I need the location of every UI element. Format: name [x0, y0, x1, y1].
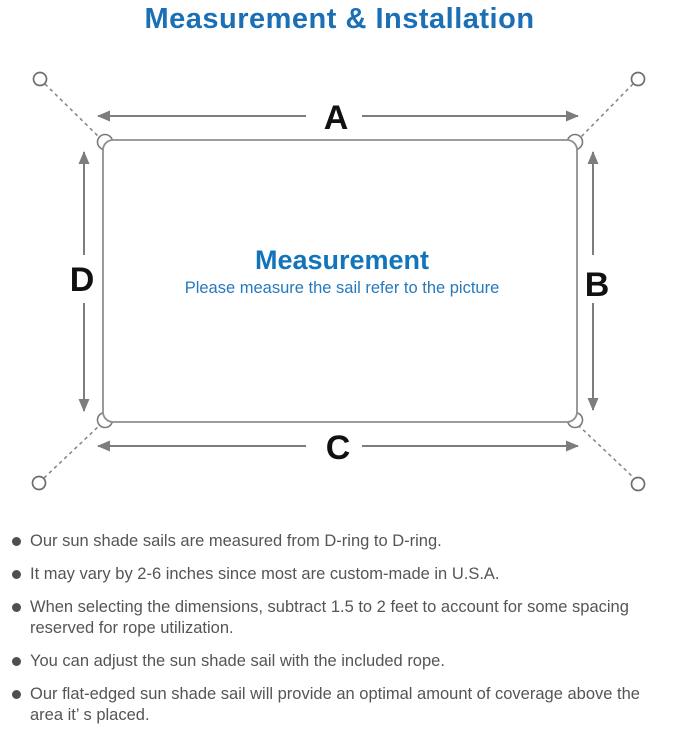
bullet-icon [12, 690, 21, 699]
dimension-label-a: A [324, 99, 349, 137]
rope-dashed-line [43, 424, 101, 479]
anchor-point-icon [31, 475, 47, 491]
sail-rectangle [102, 139, 578, 423]
note-item: When selecting the dimensions, subtract … [0, 597, 679, 639]
diagram-center-subtitle: Please measure the sail refer to the pic… [185, 279, 500, 297]
rope-dashed-line [577, 424, 635, 479]
rope-dashed-line [44, 83, 102, 140]
dimension-label-c: C [326, 429, 351, 467]
note-text: When selecting the dimensions, subtract … [30, 598, 629, 637]
note-text: You can adjust the sun shade sail with t… [30, 652, 445, 670]
note-item: You can adjust the sun shade sail with t… [0, 651, 679, 672]
bullet-icon [12, 657, 21, 666]
bullet-icon [12, 570, 21, 579]
bullet-icon [12, 603, 21, 612]
diagram-center-title: Measurement [255, 245, 429, 275]
note-item: Our sun shade sails are measured from D-… [0, 531, 679, 552]
rope-dashed-line [578, 83, 634, 140]
dimension-label-b: B [585, 266, 610, 304]
anchor-point-icon [630, 71, 646, 87]
note-text: Our sun shade sails are measured from D-… [30, 532, 442, 550]
anchor-point-icon [32, 71, 48, 87]
notes-list: Our sun shade sails are measured from D-… [0, 531, 679, 738]
note-text: Our flat-edged sun shade sail will provi… [30, 685, 640, 724]
bullet-icon [12, 537, 21, 546]
anchor-point-icon [630, 476, 646, 492]
note-text: It may vary by 2-6 inches since most are… [30, 565, 500, 583]
note-item: It may vary by 2-6 inches since most are… [0, 564, 679, 585]
page-title: Measurement & Installation [144, 3, 535, 35]
note-item: Our flat-edged sun shade sail will provi… [0, 684, 679, 726]
dimension-label-d: D [70, 261, 95, 299]
measurement-diagram: A B C D Measurement Please measure the s… [31, 71, 646, 492]
